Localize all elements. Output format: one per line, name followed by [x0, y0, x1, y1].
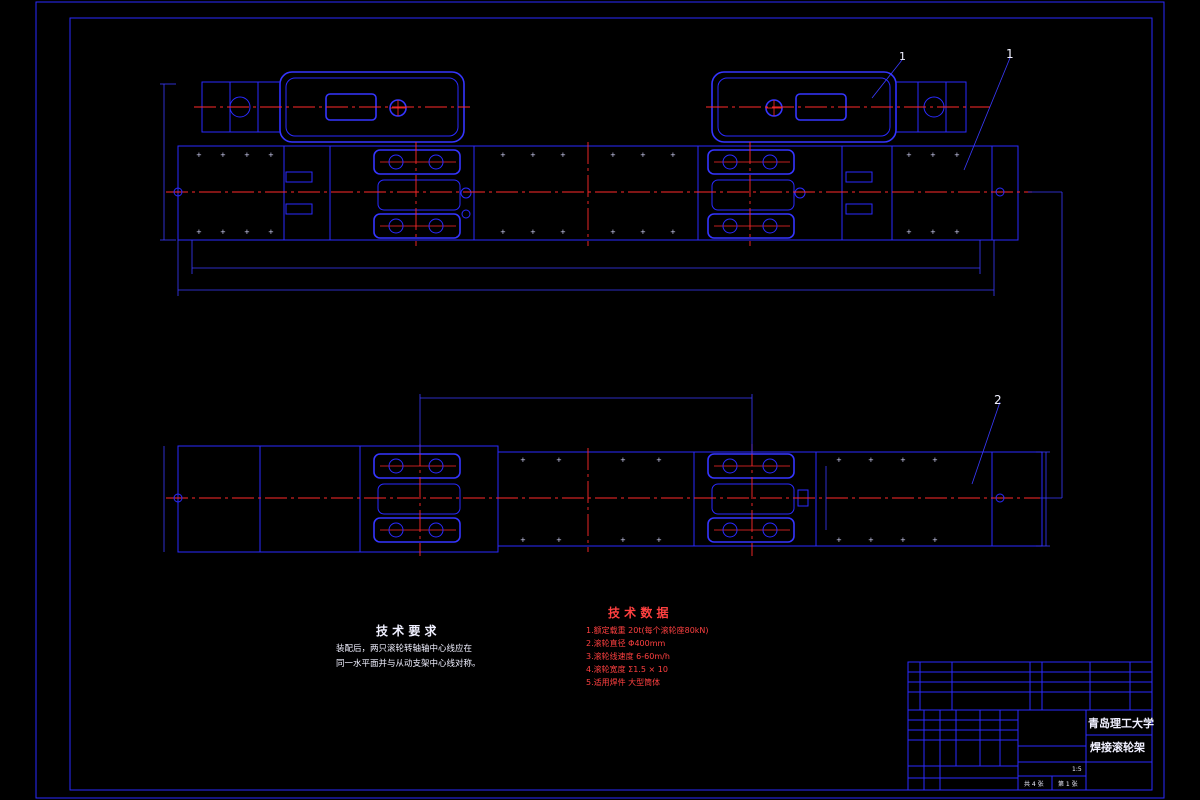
front-view: + + + + + + + + + + + + + + + + 2: [163, 393, 1050, 556]
tech-requirements-title: 技 术 要 求: [376, 623, 438, 638]
callout-1a: 1: [899, 50, 906, 63]
svg-text:+: +: [656, 456, 662, 464]
sheet-total: 共 4 张: [1024, 780, 1044, 788]
svg-text:+: +: [196, 228, 202, 236]
tech-requirements: 技 术 要 求 装配后，两只滚轮转轴轴中心线应在 同一水平面并与从动支架中心线对…: [336, 623, 481, 669]
svg-text:+: +: [244, 228, 250, 236]
svg-text:+: +: [906, 228, 912, 236]
svg-text:+: +: [610, 228, 616, 236]
tech-data-line: 3.滚轮线速度 6-60m/h: [586, 651, 670, 661]
svg-text:+: +: [610, 151, 616, 159]
svg-text:+: +: [640, 151, 646, 159]
svg-text:+: +: [836, 456, 842, 464]
tech-requirement-line: 装配后，两只滚轮转轴轴中心线应在: [336, 643, 472, 654]
callout-1b: 1: [1006, 47, 1014, 61]
front-base-outline: [497, 451, 1043, 547]
svg-text:+: +: [500, 151, 506, 159]
tech-data-line: 2.滚轮直径 Φ400mm: [586, 638, 666, 648]
svg-text:+: +: [670, 228, 676, 236]
top-base-outline: [177, 145, 1019, 241]
tech-data-line: 1.额定载重 20t(每个滚轮座80kN): [586, 625, 709, 635]
scale-value: 1:5: [1072, 766, 1082, 773]
svg-text:+: +: [220, 151, 226, 159]
drawing-name: 焊接滚轮架: [1090, 740, 1145, 754]
svg-text:+: +: [932, 536, 938, 544]
svg-text:+: +: [954, 151, 960, 159]
svg-text:+: +: [900, 456, 906, 464]
svg-text:+: +: [220, 228, 226, 236]
svg-text:+: +: [244, 151, 250, 159]
top-view: + + + + + + + + + + + + + + + + + + + + + + + + + + 1 1: [160, 47, 1032, 296]
school-name: 青岛理工大学: [1088, 716, 1154, 730]
svg-text:+: +: [620, 536, 626, 544]
svg-text:+: +: [932, 456, 938, 464]
svg-text:+: +: [836, 536, 842, 544]
title-block: 青岛理工大学 焊接滚轮架 1:5 共 4 张 第 1 张: [907, 661, 1154, 791]
callout-2: 2: [994, 393, 1002, 407]
svg-text:+: +: [640, 228, 646, 236]
svg-text:+: +: [954, 228, 960, 236]
svg-text:+: +: [868, 456, 874, 464]
svg-text:+: +: [930, 228, 936, 236]
tech-data-line: 4.滚轮宽度 Σ1.5 × 10: [586, 664, 668, 674]
svg-text:+: +: [556, 536, 562, 544]
svg-text:+: +: [500, 228, 506, 236]
tech-data-line: 5.适用焊件 大型筒体: [586, 677, 660, 687]
outer-frame: [35, 1, 1165, 799]
svg-text:+: +: [530, 151, 536, 159]
svg-text:+: +: [268, 228, 274, 236]
svg-text:+: +: [520, 456, 526, 464]
svg-text:+: +: [530, 228, 536, 236]
svg-text:+: +: [900, 536, 906, 544]
svg-text:+: +: [560, 151, 566, 159]
svg-text:+: +: [656, 536, 662, 544]
svg-text:+: +: [868, 536, 874, 544]
svg-text:+: +: [906, 151, 912, 159]
svg-text:+: +: [268, 151, 274, 159]
svg-text:+: +: [556, 456, 562, 464]
inner-frame: [69, 17, 1153, 791]
sheet-number: 第 1 张: [1058, 780, 1078, 788]
svg-text:+: +: [930, 151, 936, 159]
tech-data-title: 技 术 数 据: [608, 605, 669, 620]
svg-text:+: +: [196, 151, 202, 159]
front-left-frame: [177, 445, 499, 553]
tech-data: 技 术 数 据 1.额定载重 20t(每个滚轮座80kN) 2.滚轮直径 Φ40…: [586, 605, 709, 687]
svg-text:+: +: [670, 151, 676, 159]
svg-text:+: +: [620, 456, 626, 464]
svg-text:+: +: [520, 536, 526, 544]
tech-requirement-line: 同一水平面并与从动支架中心线对称。: [336, 658, 481, 669]
svg-text:+: +: [560, 228, 566, 236]
